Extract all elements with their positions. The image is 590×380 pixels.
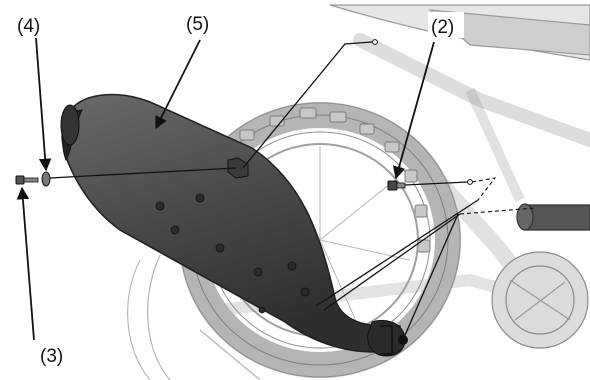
callout-4-arrow xyxy=(36,38,46,170)
washer-4 xyxy=(42,172,50,186)
bolt-3 xyxy=(16,176,38,184)
callout-3-arrow xyxy=(22,188,34,340)
callout-label-3: (3) xyxy=(40,346,63,367)
callout-label-2: (2) xyxy=(431,17,454,38)
callout-label-5: (5) xyxy=(186,14,209,35)
exhaust-header-pipe xyxy=(525,205,590,230)
callout-label-4: (4) xyxy=(17,16,40,37)
